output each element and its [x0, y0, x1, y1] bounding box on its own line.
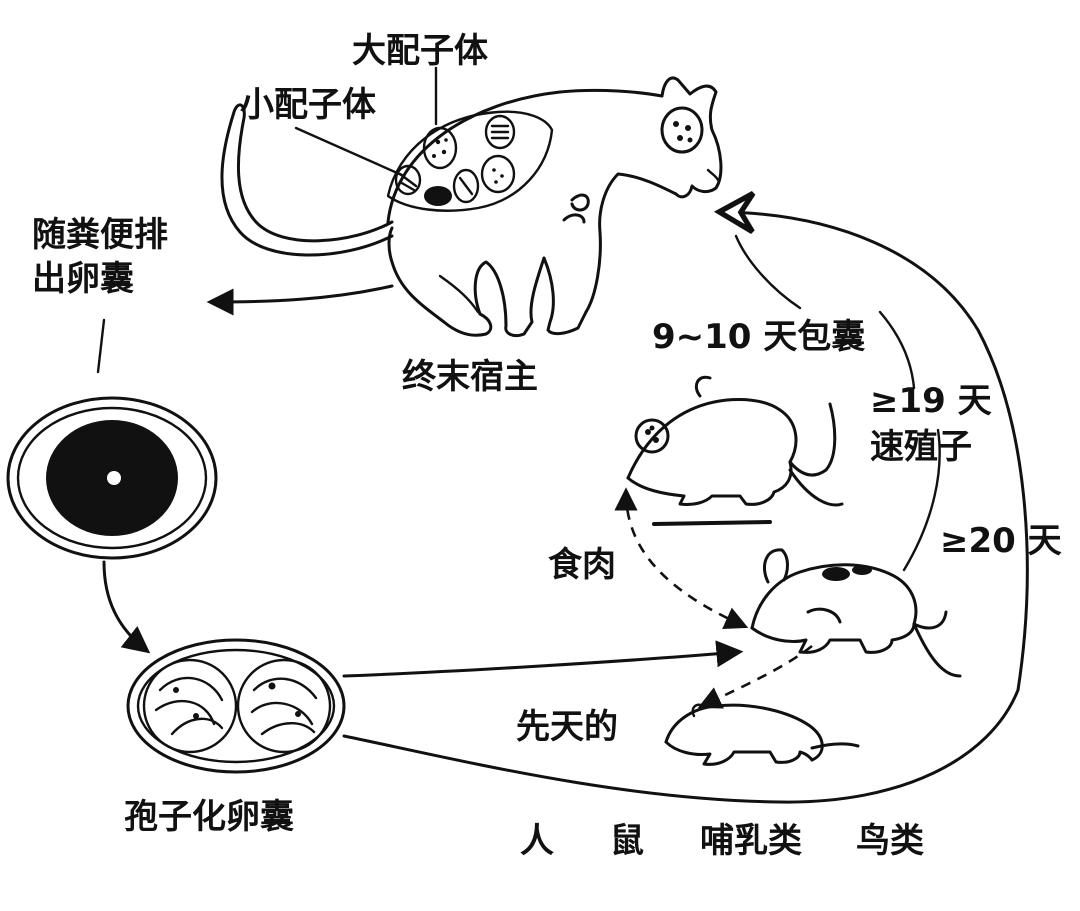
- cat-illustration: [220, 76, 723, 338]
- hosts-bird-label: 鸟类: [856, 821, 924, 861]
- cyst-return-line: [734, 234, 802, 310]
- carnivory-arrow: [614, 487, 749, 629]
- middle-mouse-illustration: [750, 548, 962, 678]
- tachyzoite-label: 速殖子: [870, 427, 972, 467]
- tachyzoite-return-line: [902, 428, 941, 572]
- macrogamete-label: 大配子体: [352, 31, 488, 71]
- microgamete-pointer: [294, 126, 406, 178]
- sporulated-oocyst-label: 孢子化卵囊: [124, 797, 294, 837]
- shed-arrow: [206, 284, 394, 316]
- tachyzoite-days-label: ≥19 天: [870, 381, 992, 421]
- shed-oocysts-label-line2: 出卵囊: [32, 259, 134, 299]
- sporulation-arrow: [102, 560, 151, 654]
- gamete-cells: [394, 114, 516, 206]
- upper-mouse-illustration: [626, 375, 844, 526]
- hosts-rodent-label: 鼠: [610, 821, 644, 861]
- congenital-label: 先天的: [516, 707, 618, 747]
- shed-to-oocyst-line: [96, 318, 106, 374]
- microgamete-label: 小配子体: [240, 85, 376, 125]
- carnivory-label: 食肉: [548, 545, 616, 585]
- hosts-human-label: 人: [520, 821, 554, 861]
- return-to-cat-arrow: [713, 191, 1029, 692]
- oocyst-to-rodent-arrow: [342, 640, 744, 678]
- lower-return-curve: [342, 688, 1020, 804]
- newborn-mouse-illustration: [664, 703, 860, 766]
- unsporulated-oocyst: [6, 396, 218, 560]
- shed-oocysts-label-line1: 随粪便排: [32, 215, 168, 255]
- cyst-days-label: 9~10 天包囊: [652, 317, 865, 357]
- head-cyst: [660, 106, 704, 154]
- congenital-arrow: [697, 644, 813, 709]
- days-20-label: ≥20 天: [940, 521, 1062, 561]
- hosts-mammal-label: 哺乳类: [700, 821, 802, 861]
- sporulated-oocyst: [126, 638, 346, 774]
- definitive-host-label: 终末宿主: [402, 357, 538, 397]
